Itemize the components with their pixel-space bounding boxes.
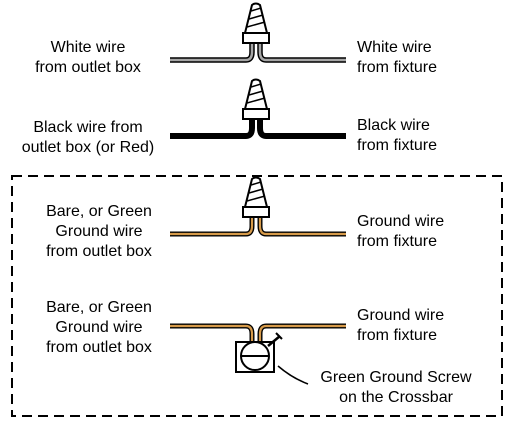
ground-wire-right-core xyxy=(258,216,346,236)
wire-nut-icon xyxy=(242,176,270,218)
black-wire-connection xyxy=(170,78,346,139)
white-wire-connection xyxy=(170,2,346,63)
wire-nut-icon xyxy=(242,78,270,120)
ground-wire-left xyxy=(170,323,255,342)
ground-screw-icon xyxy=(235,332,283,373)
black-wire-left xyxy=(170,118,255,139)
screw-leader-line xyxy=(277,365,309,385)
ground-wire-left-core xyxy=(170,216,254,236)
ground-wire-right-core xyxy=(258,324,346,342)
ground-screw-connection xyxy=(170,323,346,385)
ground-section-dashed-box xyxy=(11,175,503,417)
white-wire-left xyxy=(170,42,255,63)
white-wire-right xyxy=(257,42,346,63)
ground-wire-connection xyxy=(170,176,346,237)
white-wire-left-core xyxy=(170,42,254,62)
ground-wire-right xyxy=(257,216,346,237)
wire-nut-icon xyxy=(242,2,270,44)
black-wire-right xyxy=(257,118,346,139)
ground-wire-left xyxy=(170,216,255,237)
ground-wire-right xyxy=(257,323,346,342)
white-wire-right-core xyxy=(258,42,346,62)
ground-wire-left-core xyxy=(170,324,254,342)
